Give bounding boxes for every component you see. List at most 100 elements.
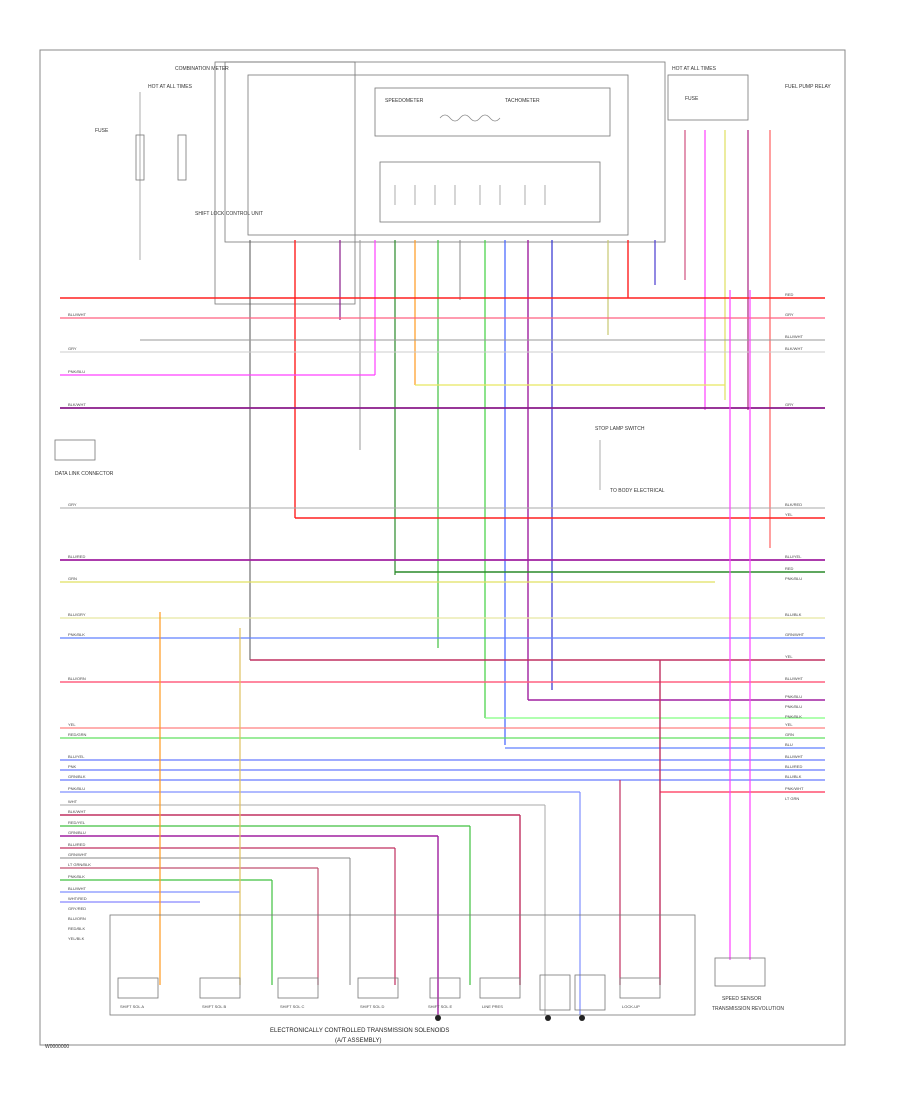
right-wire-label: BLU <box>785 742 793 747</box>
solenoid-4: SHIFT SOL D <box>357 977 399 1009</box>
right-wire-label: GRN <box>785 732 794 737</box>
mid-notes: DATA LINK CONNECTOR STOP LAMP SWITCH TO … <box>54 426 665 494</box>
right-wire-label: RED <box>785 566 794 571</box>
left-wire-label: BLU/WHT <box>68 886 87 891</box>
stop-lamp-switch-label: STOP LAMP SWITCH <box>595 426 645 432</box>
left-wire-label: GRN <box>68 576 77 581</box>
body-electrical-note: TO BODY ELECTRICAL <box>610 488 665 494</box>
left-wire-label: YEL <box>68 722 76 727</box>
left-wire-label: GRN/BLU <box>68 830 86 835</box>
fuse-relay-right: HOT AT ALL TIMES FUSE FUEL PUMP RELAY <box>667 66 831 121</box>
right-wire-label: BLK/WHT <box>785 346 803 351</box>
left-wire-labels: BLU/WHT GRY PNK/BLU BLK/WHT GRY BLU/RED GRN BLU… <box>68 312 91 941</box>
right-wire-label: BLU/YEL <box>785 554 802 559</box>
fuse-block-left: HOT AT ALL TIMES FUSE SHIFT LOCK CONTROL… <box>95 84 263 260</box>
right-wire-label: PNK/BLK <box>785 714 802 719</box>
solenoid-2: SHIFT SOL B <box>199 977 241 1009</box>
meter-indicator-row <box>394 185 546 205</box>
speed-sensor-label: SPEED SENSOR <box>722 996 762 1002</box>
right-wire-label: BLU/WHT <box>785 754 804 759</box>
right-wire-label: PNK/BLU <box>785 576 802 581</box>
left-wire-label: RED/GRN <box>68 732 87 737</box>
left-wire-label: BLU/YEL <box>68 754 85 759</box>
right-wire-label: BLK/RED <box>785 502 802 507</box>
solenoid-3-label: SHIFT SOL C <box>280 1004 305 1009</box>
speed-sensor-sub: TRANSMISSION REVOLUTION <box>712 1006 784 1012</box>
right-wire-label: YEL <box>785 512 793 517</box>
footer-code: W0000000 <box>45 1044 69 1050</box>
left-wire-label: GRY <box>68 502 77 507</box>
left-wire-label: BLU/ORN <box>68 916 86 921</box>
solenoid-caption: ELECTRONICALLY CONTROLLED TRANSMISSION S… <box>270 1028 449 1034</box>
solenoid-4-label: SHIFT SOL D <box>360 1004 385 1009</box>
left-wire-label: BLK/WHT <box>68 809 86 814</box>
left-wire-label: PNK/BLK <box>68 632 85 637</box>
fuse-left-label: FUSE <box>95 128 109 134</box>
right-wire-label: PNK/WHT <box>785 786 804 791</box>
shift-lock-unit-label: SHIFT LOCK CONTROL UNIT <box>195 211 263 217</box>
solenoid-7: LOCK-UP <box>619 977 661 1009</box>
left-wire-label: YEL/BLK <box>68 936 85 941</box>
tachometer-label: TACHOMETER <box>505 98 540 104</box>
left-wire-label: BLU/WHT <box>68 312 87 317</box>
right-wire-label: BLU/WHT <box>785 334 804 339</box>
right-wire-label: GRN/WHT <box>785 632 805 637</box>
hot-at-all-times-left: HOT AT ALL TIMES <box>148 84 193 90</box>
right-wire-label: PNK/BLU <box>785 704 802 709</box>
right-wire-label: LT GRN <box>785 796 799 801</box>
right-wire-label: BLU/BLK <box>785 612 802 617</box>
fuse-right-label: FUSE <box>685 96 699 102</box>
right-wire-label: BLU/WHT <box>785 676 804 681</box>
left-wire-label: GRN/WHT <box>68 852 88 857</box>
left-wire-label: WHT <box>68 799 78 804</box>
right-wire-label: BLU/RED <box>785 764 802 769</box>
solenoid-caption-sub: (A/T ASSEMBLY) <box>335 1038 381 1044</box>
left-wire-label: LT GRN/BLK <box>68 862 91 867</box>
left-wire-label: RED/YEL <box>68 820 86 825</box>
diagram-frame <box>39 49 846 1046</box>
left-wire-label: BLU/RED <box>68 554 85 559</box>
left-wire-label: GRY <box>68 346 77 351</box>
combination-meter-title: COMBINATION METER <box>175 66 229 72</box>
solenoid-drop-wires <box>159 290 751 1015</box>
meter-drop-wires <box>249 130 771 745</box>
left-wire-label: PNK/BLU <box>68 369 85 374</box>
right-wire-label: YEL <box>785 722 793 727</box>
solenoid-6-label: LINE PRES <box>482 1004 503 1009</box>
left-wire-label: BLU/ORN <box>68 676 86 681</box>
right-wire-labels: RED GRY BLU/WHT BLK/WHT GRY BLK/RED YEL BLU/YEL… <box>785 292 805 801</box>
solenoid-5-label: SHIFT SOL E <box>428 1004 453 1009</box>
solenoid-3: SHIFT SOL C <box>277 977 319 1009</box>
left-wire-label: PNK/BLU <box>68 786 85 791</box>
left-wire-label: RED/BLK <box>68 926 85 931</box>
right-wire-label: GRY <box>785 402 794 407</box>
solenoid-6: LINE PRES <box>479 977 521 1009</box>
left-wire-label: WHT/RED <box>68 896 87 901</box>
right-wire-label: BLU/BLK <box>785 774 802 779</box>
combination-meter-block: SPEEDOMETER TACHOMETER COMBINATION METER <box>175 61 666 305</box>
fuel-pump-relay-label: FUEL PUMP RELAY <box>785 84 831 90</box>
left-wire-label: GRN/BLK <box>68 774 86 779</box>
left-wire-label: GRY/RED <box>68 906 86 911</box>
left-wire-label: BLK/WHT <box>68 402 86 407</box>
data-link-note: DATA LINK CONNECTOR <box>55 471 114 477</box>
left-wire-label: PNK/BLK <box>68 874 85 879</box>
solenoid-2-label: SHIFT SOL B <box>202 1004 227 1009</box>
hot-at-all-times-right: HOT AT ALL TIMES <box>672 66 717 72</box>
left-wire-label: BLU/GRY <box>68 612 86 617</box>
solenoid-row: SHIFT SOL A SHIFT SOL B SHIFT SOL C SHIF… <box>109 914 696 1021</box>
horizontal-wire-bus <box>60 297 825 903</box>
left-wire-label: BLU/RED <box>68 842 85 847</box>
speed-sensor: SPEED SENSOR TRANSMISSION REVOLUTION <box>712 957 784 1012</box>
right-wire-label: GRY <box>785 312 794 317</box>
speedometer-label: SPEEDOMETER <box>385 98 424 104</box>
left-wire-label: PNK <box>68 764 77 769</box>
right-wire-label: PNK/BLU <box>785 694 802 699</box>
solenoid-7-label: LOCK-UP <box>622 1004 640 1009</box>
solenoid-5: SHIFT SOL E <box>428 977 461 1009</box>
right-wire-label: YEL <box>785 654 793 659</box>
solenoid-1-label: SHIFT SOL A <box>120 1004 144 1009</box>
right-wire-label: RED <box>785 292 794 297</box>
solenoid-1: SHIFT SOL A <box>117 977 159 1009</box>
